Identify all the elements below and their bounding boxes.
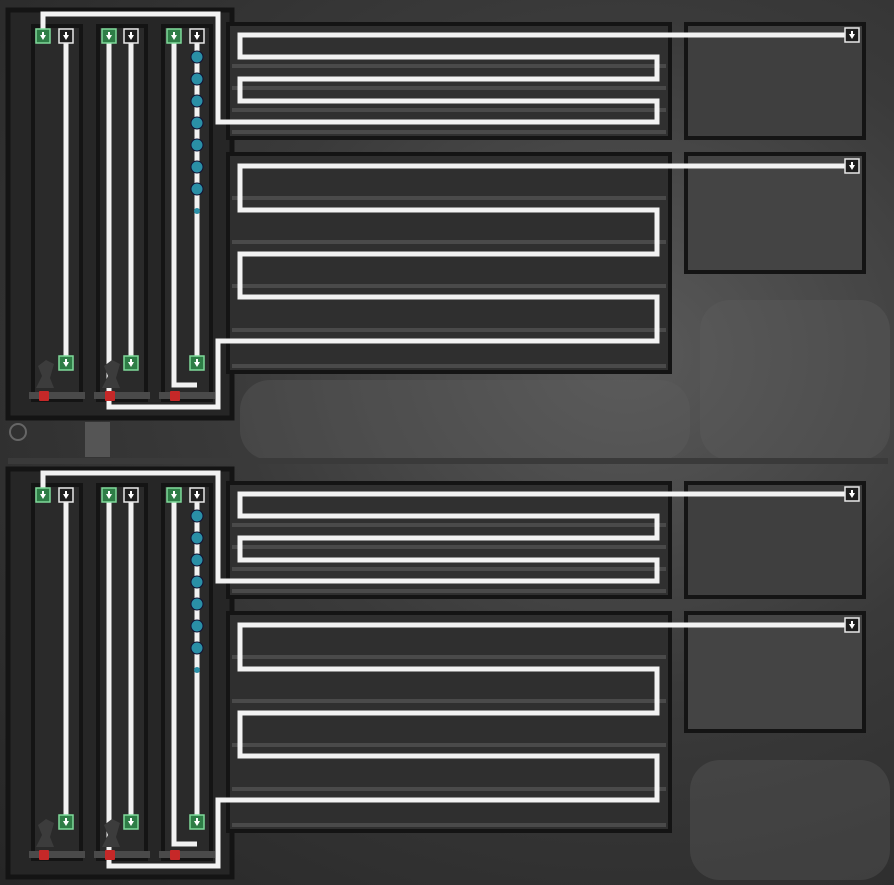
tile-ledge	[232, 699, 666, 703]
floor-divider	[8, 458, 888, 464]
pipe-input-arrow-icon	[171, 491, 177, 499]
chamber-floor	[159, 392, 215, 399]
pipe-output-arrow-icon	[194, 32, 200, 40]
chamber-floor	[94, 392, 150, 399]
flow-packet-icon	[190, 182, 204, 196]
pipe-output-arrow-icon	[63, 491, 69, 499]
pipe-blocked-port-icon[interactable]	[105, 850, 115, 860]
tile-ledge	[232, 523, 666, 527]
gas-pipe[interactable]	[171, 495, 197, 847]
tile-ledge	[232, 240, 666, 244]
pipe-output-arrow-icon	[63, 32, 69, 40]
gas-storage-room	[684, 481, 866, 599]
pipe-input-arrow-icon	[63, 359, 69, 367]
gas-pipe[interactable]	[40, 11, 852, 125]
pipe-blocked-port-icon[interactable]	[39, 850, 49, 860]
gas-pipe[interactable]	[106, 495, 852, 869]
pipe-input-arrow-icon	[194, 359, 200, 367]
gas-storage-room	[684, 611, 866, 733]
flow-packet-icon	[190, 94, 204, 108]
tile-ledge	[232, 823, 666, 827]
pipe-output-arrow-icon	[849, 31, 855, 39]
gas-storage-room	[684, 152, 866, 274]
gas-cloud	[690, 760, 890, 880]
pipe-input-arrow-icon	[128, 818, 134, 826]
generator-chamber	[96, 483, 148, 861]
flow-packet-icon	[190, 641, 204, 655]
generator-machine-icon	[102, 360, 120, 388]
pipe-input-arrow-icon	[40, 491, 46, 499]
tile-ledge	[232, 130, 666, 134]
pipe-input-arrow-icon	[194, 818, 200, 826]
tile-ledge	[232, 655, 666, 659]
tile-ledge	[232, 567, 666, 571]
flow-packet-icon	[190, 509, 204, 523]
flow-packet-icon	[190, 160, 204, 174]
generator-chamber	[96, 24, 148, 402]
storage-machine-icon	[85, 422, 110, 457]
tile-ledge	[232, 284, 666, 288]
pipe-blocked-port-icon[interactable]	[39, 391, 49, 401]
generator-machine-icon	[102, 819, 120, 847]
generator-chamber	[31, 483, 83, 861]
flow-packet-icon	[194, 208, 200, 214]
flow-packet-icon	[194, 667, 200, 673]
chamber-floor	[29, 851, 85, 858]
flow-packet-icon	[190, 597, 204, 611]
chamber-floor	[159, 851, 215, 858]
flow-packet-icon	[190, 531, 204, 545]
pipe-input-arrow-icon	[40, 32, 46, 40]
flow-packet-icon	[190, 575, 204, 589]
tile-ledge	[232, 64, 666, 68]
flow-packet-icon	[190, 116, 204, 130]
flow-packet-icon	[190, 72, 204, 86]
flow-packet-icon	[190, 138, 204, 152]
pipe-output-arrow-icon	[194, 491, 200, 499]
flow-packet-icon	[190, 619, 204, 633]
pipe-blocked-port-icon[interactable]	[170, 850, 180, 860]
pipe-output-arrow-icon	[849, 490, 855, 498]
pipe-blocked-port-icon[interactable]	[105, 391, 115, 401]
tile-ledge	[232, 787, 666, 791]
pipe-blocked-port-icon[interactable]	[170, 391, 180, 401]
pump-machine-icon	[9, 423, 27, 441]
pipe-output-arrow-icon	[128, 491, 134, 499]
radiator-room-lower	[226, 611, 672, 833]
tile-ledge	[232, 196, 666, 200]
pipe-output-arrow-icon	[849, 621, 855, 629]
generator-chamber	[161, 483, 213, 861]
gas-cloud	[240, 380, 690, 460]
chamber-floor	[94, 851, 150, 858]
pipe-input-arrow-icon	[63, 818, 69, 826]
pipe-input-arrow-icon	[106, 32, 112, 40]
pipe-input-arrow-icon	[128, 359, 134, 367]
gas-pipe[interactable]	[106, 36, 852, 410]
flow-packet-icon	[190, 50, 204, 64]
pipe-output-arrow-icon	[128, 32, 134, 40]
tile-ledge	[232, 364, 666, 368]
tile-ledge	[232, 545, 666, 549]
tile-ledge	[232, 589, 666, 593]
generator-chamber	[31, 24, 83, 402]
generator-machine-icon	[36, 819, 54, 847]
gas-storage-room	[684, 22, 866, 140]
tile-ledge	[232, 86, 666, 90]
gas-pipe[interactable]	[40, 470, 852, 584]
generator-chamber	[161, 24, 213, 402]
tile-ledge	[232, 328, 666, 332]
tile-ledge	[232, 108, 666, 112]
flow-packet-icon	[190, 553, 204, 567]
pipe-input-arrow-icon	[171, 32, 177, 40]
generator-machine-icon	[36, 360, 54, 388]
gas-pipe[interactable]	[171, 36, 197, 388]
radiator-room-lower	[226, 152, 672, 374]
tile-ledge	[232, 743, 666, 747]
pipe-input-arrow-icon	[106, 491, 112, 499]
chamber-floor	[29, 392, 85, 399]
pipe-output-arrow-icon	[849, 162, 855, 170]
gas-cloud	[700, 300, 890, 460]
